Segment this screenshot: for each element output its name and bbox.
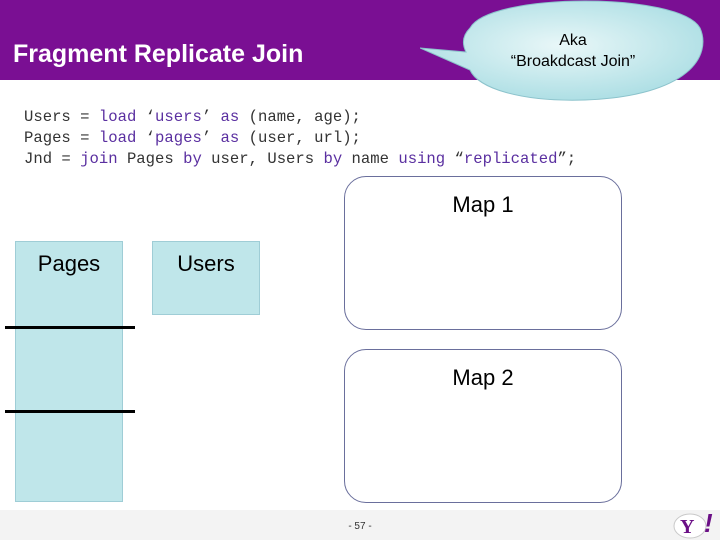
code-token: name bbox=[342, 150, 399, 168]
callout-line-1: Aka bbox=[559, 32, 587, 49]
map-2-box: Map 2 bbox=[344, 349, 622, 503]
code-keyword: by bbox=[183, 150, 202, 168]
code-token: ”; bbox=[557, 150, 577, 168]
code-token: ’ bbox=[201, 108, 221, 126]
code-keyword: replicated bbox=[463, 150, 558, 168]
code-token: ’ bbox=[201, 129, 221, 147]
code-keyword: users bbox=[155, 108, 202, 126]
code-token: Jnd = bbox=[24, 150, 81, 168]
page-number: - 57 - bbox=[348, 521, 372, 532]
code-keyword: by bbox=[323, 150, 343, 168]
callout-bubble bbox=[420, 0, 704, 101]
pages-fragment-divider-2 bbox=[5, 410, 135, 413]
code-token: Pages = bbox=[24, 129, 99, 147]
code-keyword: as bbox=[220, 108, 240, 126]
footer-bar bbox=[0, 510, 720, 540]
map-2-label: Map 2 bbox=[452, 365, 514, 390]
code-keyword: join bbox=[80, 150, 118, 168]
code-token: Pages bbox=[117, 150, 184, 168]
code-token: ‘ bbox=[136, 108, 156, 126]
callout-text: Aka “Broakdcast Join” bbox=[460, 30, 686, 72]
code-keyword: using bbox=[398, 150, 446, 168]
code-token: “ bbox=[445, 150, 464, 168]
code-block: Users = load ‘users’ as (name, age);Page… bbox=[24, 107, 576, 170]
users-label: Users bbox=[177, 251, 235, 276]
code-keyword: load bbox=[98, 129, 137, 147]
code-keyword: pages bbox=[155, 129, 202, 147]
pages-table: Pages bbox=[15, 241, 123, 502]
code-token: Users = bbox=[24, 108, 99, 126]
map-1-box: Map 1 bbox=[344, 176, 622, 330]
code-token: ‘ bbox=[136, 129, 156, 147]
code-keyword: as bbox=[220, 129, 240, 147]
pages-fragment-divider-1 bbox=[5, 326, 135, 329]
code-line: Users = load ‘users’ as (name, age); bbox=[24, 107, 576, 128]
code-token: (name, age); bbox=[239, 108, 361, 126]
callout-line-2: “Broakdcast Join” bbox=[510, 53, 636, 70]
svg-text:!: ! bbox=[704, 508, 713, 538]
code-line: Pages = load ‘pages’ as (user, url); bbox=[24, 128, 576, 149]
users-table: Users bbox=[152, 241, 260, 315]
yahoo-logo: Y ! bbox=[673, 508, 713, 539]
code-line: Jnd = join Pages by user, Users by name … bbox=[24, 149, 576, 170]
pages-label: Pages bbox=[37, 251, 101, 276]
code-token: user, Users bbox=[201, 150, 324, 168]
callout-bubble-shape bbox=[420, 0, 704, 101]
map-1-label: Map 1 bbox=[452, 192, 514, 217]
code-token: (user, url); bbox=[239, 129, 361, 147]
svg-text:Y: Y bbox=[680, 516, 695, 538]
code-keyword: load bbox=[98, 108, 137, 126]
slide-title: Fragment Replicate Join bbox=[13, 40, 304, 68]
